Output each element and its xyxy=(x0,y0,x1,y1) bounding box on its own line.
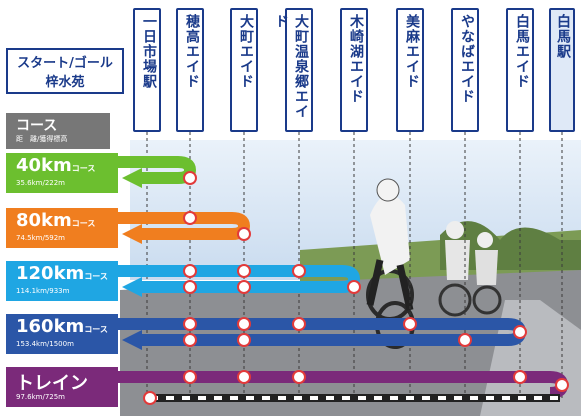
course-detail: 35.6km/222m xyxy=(16,179,65,187)
aid-stop xyxy=(183,280,197,294)
station-ichinichiichiba: 一日市場駅 xyxy=(133,8,161,132)
route-40km-arrow xyxy=(122,168,142,188)
aid-stop xyxy=(403,317,417,331)
station-kizakiko: 木崎湖エイド xyxy=(340,8,368,132)
course-detail: 74.5km/592m xyxy=(16,234,65,242)
course-name: 160km xyxy=(16,316,85,337)
station-label: やなばエイド xyxy=(459,14,475,104)
course-40km-label: 40kmコース 35.6km/222m xyxy=(6,153,118,193)
route-160km xyxy=(118,317,527,350)
aid-stop xyxy=(347,280,361,294)
course-80km-label: 80kmコース 74.5km/592m xyxy=(6,208,118,248)
aid-stop xyxy=(143,391,157,405)
aid-stop xyxy=(292,317,306,331)
aid-stop xyxy=(555,378,569,392)
aid-stop xyxy=(237,333,251,347)
station-label: 白馬エイド xyxy=(514,14,530,89)
route-120km xyxy=(118,264,361,297)
course-suffix: コース xyxy=(84,325,108,334)
station-label: 大町エイド xyxy=(238,14,254,89)
route-160km-arrow xyxy=(122,330,142,350)
station-omachi: 大町エイド xyxy=(230,8,258,132)
legend-subtitle: 距 離/獲得標高 xyxy=(16,135,68,143)
start-goal-label: スタート/ゴール xyxy=(17,56,113,71)
station-miasa: 美麻エイド xyxy=(396,8,424,132)
course-detail: 114.1km/933m xyxy=(16,287,70,295)
route-80km-outbound xyxy=(118,212,251,240)
route-40km xyxy=(110,156,197,188)
station-label: 白馬駅 xyxy=(555,14,571,59)
start-goal-venue: 梓水苑 xyxy=(45,75,85,90)
aid-stop xyxy=(183,333,197,347)
station-hotaka: 穂高エイド xyxy=(176,8,204,132)
aid-stop xyxy=(183,264,197,278)
course-120km-label: 120kmコース 114.1km/933m xyxy=(6,261,118,301)
aid-stop xyxy=(237,280,251,294)
course-name: 40km xyxy=(16,155,72,176)
course-detail: 97.6km/725m xyxy=(16,393,65,401)
course-160km-label: 160kmコース 153.4km/1500m xyxy=(6,314,118,354)
route-120km-outbound xyxy=(118,265,361,293)
course-suffix: コース xyxy=(71,164,96,173)
course-name: 80km xyxy=(16,210,72,231)
start-goal-box: スタート/ゴール 梓水苑 xyxy=(6,48,124,94)
course-suffix: コース xyxy=(84,272,108,281)
station-hakuba-eki: 白馬駅 xyxy=(549,8,575,132)
aid-stop xyxy=(513,325,527,339)
aid-stop xyxy=(292,264,306,278)
aid-stop xyxy=(458,333,472,347)
route-40km-outbound xyxy=(110,156,197,184)
aid-stop xyxy=(237,370,251,384)
aid-stop xyxy=(237,317,251,331)
station-hakuba: 白馬エイド xyxy=(506,8,534,132)
course-suffix: コース xyxy=(71,219,96,228)
station-label: 木崎湖エイド xyxy=(348,14,364,104)
aid-stop xyxy=(183,370,197,384)
route-120km-arrow xyxy=(122,277,142,297)
aid-stop xyxy=(183,211,197,225)
aid-stop xyxy=(183,171,197,185)
legend-title: コース xyxy=(16,118,58,134)
course-legend: コース 距 離/獲得標高 xyxy=(6,113,110,149)
course-train-label: トレイン 97.6km/725m xyxy=(6,367,118,407)
aid-stop xyxy=(513,370,527,384)
course-name: 120km xyxy=(16,263,85,284)
route-80km xyxy=(118,211,251,244)
aid-stop xyxy=(183,317,197,331)
course-detail: 153.4km/1500m xyxy=(16,340,74,348)
route-train xyxy=(118,370,569,405)
station-omachi-onsenkyo: 大町温泉郷エイド xyxy=(273,8,313,132)
station-label: 美麻エイド xyxy=(404,14,420,89)
aid-stop xyxy=(237,264,251,278)
aid-stop xyxy=(292,370,306,384)
station-label: 穂高エイド xyxy=(184,14,200,89)
station-label: 一日市場駅 xyxy=(141,14,157,89)
route-80km-arrow xyxy=(122,224,142,244)
course-name: トレイン xyxy=(16,373,88,394)
station-yanaba: やなばエイド xyxy=(451,8,479,132)
aid-stop xyxy=(237,227,251,241)
